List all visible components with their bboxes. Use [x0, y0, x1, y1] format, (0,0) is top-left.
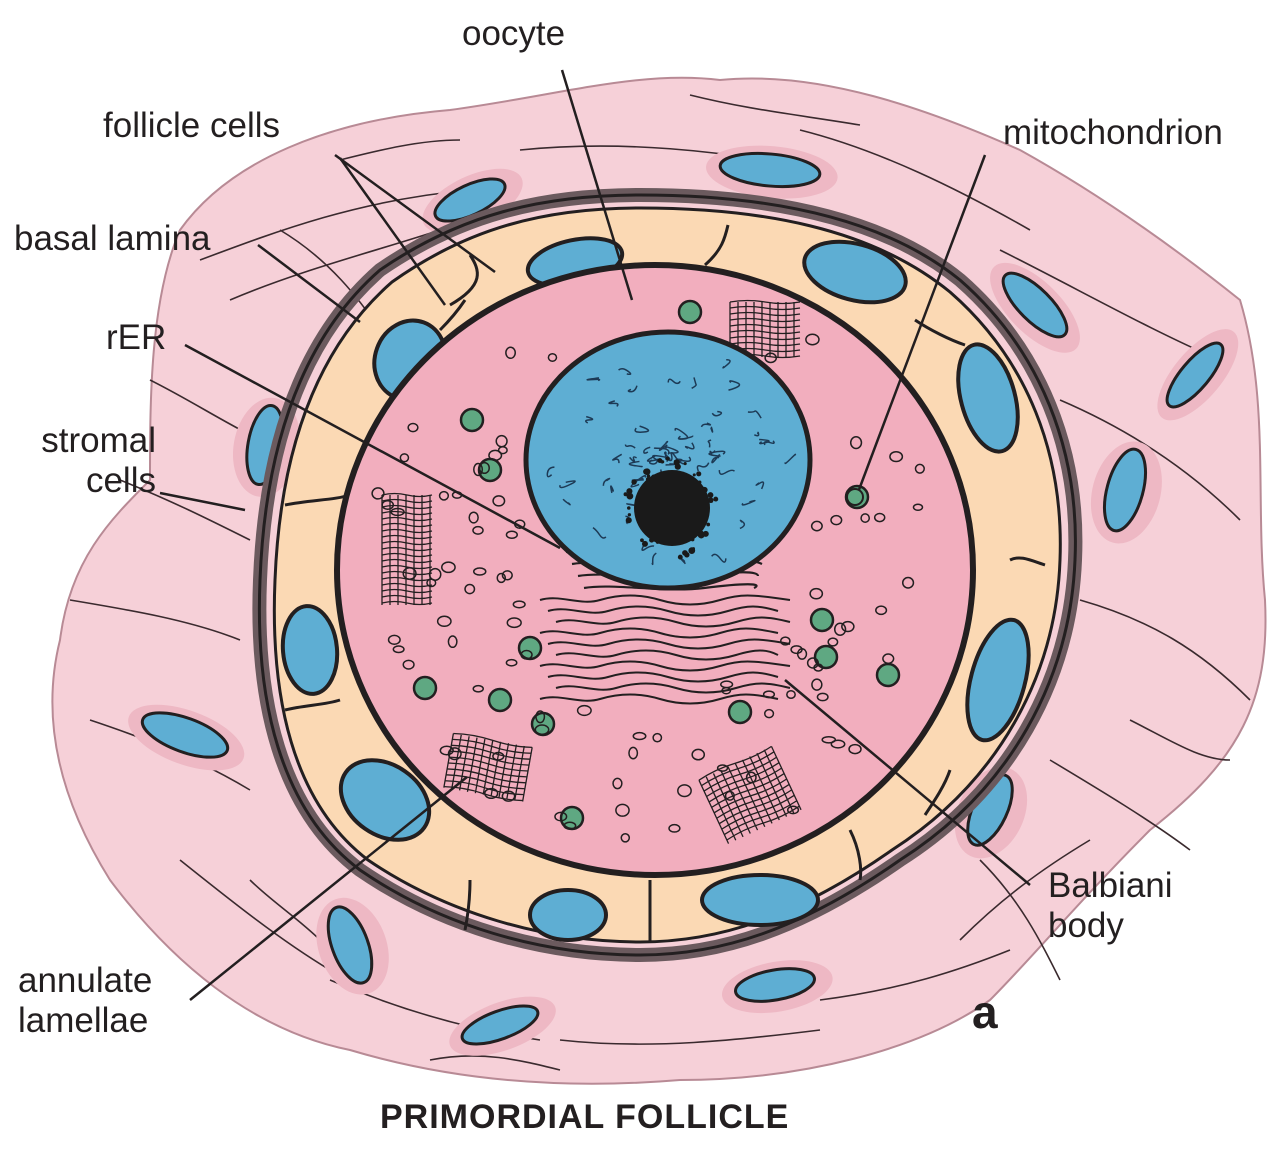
label-balbiani-body: Balbiani body: [1048, 866, 1173, 946]
mitochondrion: [729, 701, 751, 723]
nucleolus-granule: [627, 506, 631, 510]
nucleolus-granule: [627, 493, 634, 500]
nucleolus-granule: [631, 479, 636, 484]
label-annulate-lamellae: annulate lamellae: [18, 961, 152, 1041]
nucleolus-granule: [651, 474, 656, 479]
mitochondrion: [811, 609, 833, 631]
nucleolus-granule: [647, 474, 650, 477]
nucleolus-granule: [706, 523, 710, 527]
label-mitochondrion: mitochondrion: [1003, 113, 1223, 153]
nucleolus-granule: [644, 468, 651, 475]
mitochondrion: [877, 664, 899, 686]
nucleolus-granule: [666, 457, 670, 461]
nucleolus-granule: [708, 492, 714, 498]
follicle-cell-nucleus: [702, 875, 818, 925]
label-oocyte: oocyte: [462, 14, 565, 54]
nucleolus-granule: [684, 462, 687, 465]
nucleolus-granule: [661, 460, 664, 463]
nucleolus-granule: [693, 473, 696, 476]
nucleolus-granule: [675, 464, 681, 470]
mitochondrion: [679, 301, 701, 323]
follicle-cell-nucleus: [530, 890, 606, 940]
nucleolus-granule: [646, 477, 650, 481]
nucleolus-granule: [701, 487, 707, 493]
label-rer: rER: [106, 318, 166, 358]
nucleolus-granule: [642, 541, 648, 547]
nucleolus-granule: [628, 513, 631, 516]
nucleolus-granule: [698, 481, 701, 484]
label-basal-lamina: basal lamina: [14, 219, 211, 259]
nucleolus-granule: [678, 555, 683, 560]
nucleolus-granule: [713, 497, 718, 502]
mitochondrion-pointer: [847, 489, 863, 505]
mitochondrion: [414, 677, 436, 699]
panel-letter: a: [972, 985, 998, 1039]
nucleolus-granule: [708, 497, 714, 503]
diagram-title: PRIMORDIAL FOLLICLE: [380, 1098, 789, 1137]
mitochondrion: [489, 689, 511, 711]
nucleolus-granule: [692, 547, 695, 550]
label-stromal-cells: stromal cells: [16, 421, 156, 501]
nucleolus-granule: [691, 538, 695, 542]
nucleolus-granule: [682, 550, 688, 556]
nucleolus-granule: [698, 532, 705, 539]
mitochondrion: [461, 409, 483, 431]
nucleolus-granule: [696, 471, 701, 476]
label-follicle-cells: follicle cells: [103, 106, 280, 146]
nucleolus-granule: [656, 540, 660, 544]
nucleolus-granule: [626, 517, 632, 523]
nucleolus-granule: [649, 538, 654, 543]
mitochondrion: [519, 637, 541, 659]
